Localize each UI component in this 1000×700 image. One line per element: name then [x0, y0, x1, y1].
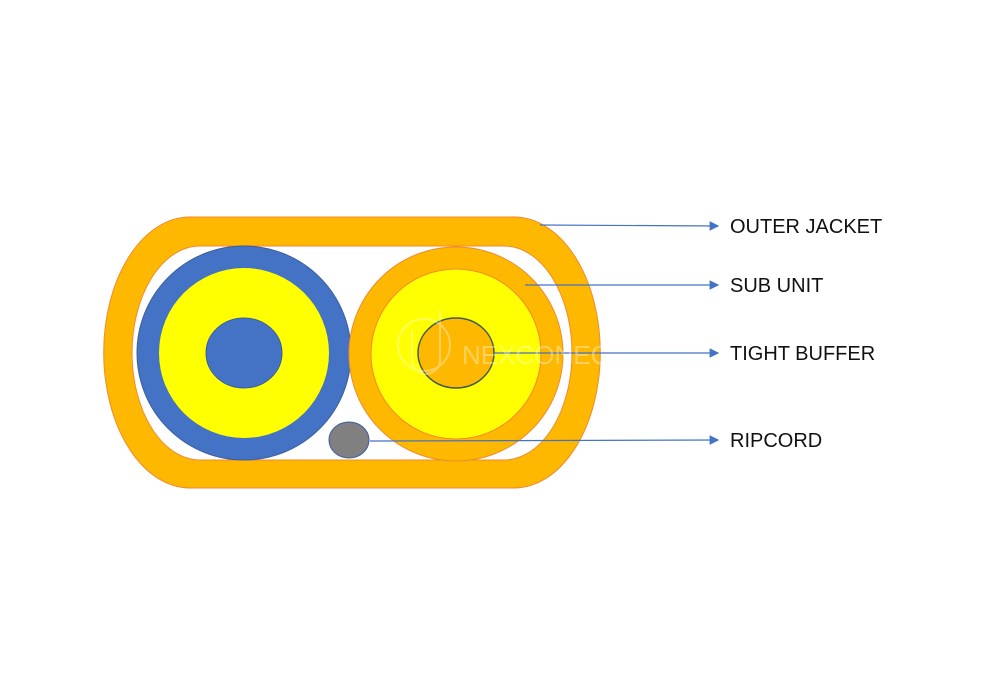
label-tight-buffer: TIGHT BUFFER — [730, 343, 875, 365]
label-sub-unit: SUB UNIT — [730, 275, 823, 297]
label-ripcord: RIPCORD — [730, 430, 822, 452]
watermark-logo — [397, 310, 451, 375]
label-outer-jacket: OUTER JACKET — [730, 216, 882, 238]
left-fiber-core — [205, 317, 283, 389]
watermark-text: NEXCONEC — [462, 340, 609, 370]
outer-jacket — [103, 216, 601, 489]
outer-jacket-leader — [539, 221, 720, 231]
ripcord — [328, 421, 370, 459]
ripcord-leader — [369, 435, 720, 445]
